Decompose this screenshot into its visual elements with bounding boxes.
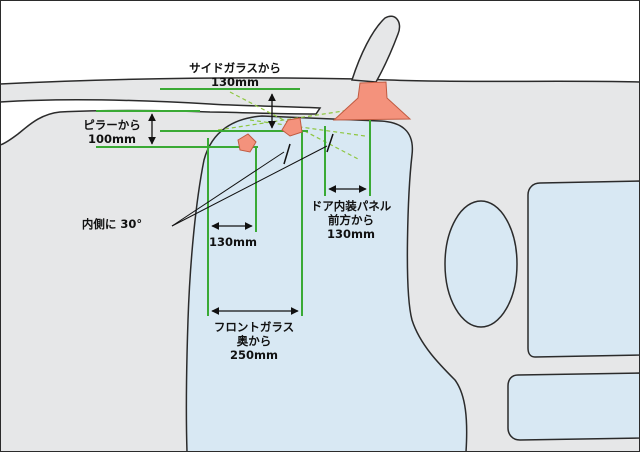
door-handle-oval	[444, 200, 518, 328]
windshield-label-3: 250mm	[230, 348, 278, 362]
speaker-pillar-lower	[237, 133, 257, 153]
side-glass-label-2: 130mm	[211, 75, 259, 89]
pillar-label-2: 100mm	[88, 132, 136, 146]
pillar-label-1: ピラーから	[83, 118, 141, 132]
speaker-dash-center	[332, 81, 412, 121]
inward-angle-label: 内側に 30°	[82, 217, 142, 231]
door-panel-label-1: ドア内装パネル	[311, 199, 392, 213]
mirror-fin	[350, 15, 401, 83]
door-panel-label-3: 130mm	[327, 227, 375, 241]
door-panel-label-2: 前方から	[328, 213, 374, 227]
angle-pointers	[171, 145, 328, 227]
dimension-arrows	[148, 93, 367, 315]
dim-130mm-label: 130mm	[209, 235, 257, 249]
windshield-label-2: 奥から	[236, 334, 272, 348]
right-vent-panel	[527, 180, 640, 358]
pillar-band	[0, 99, 322, 146]
lower-compartment	[507, 372, 640, 441]
side-glass-label-1: サイドガラスから	[189, 61, 281, 75]
tilt-marks	[283, 133, 334, 165]
speaker-pillar-upper	[281, 117, 303, 137]
guide-lines	[96, 88, 371, 316]
windshield-label-1: フロントガラス	[214, 320, 294, 334]
